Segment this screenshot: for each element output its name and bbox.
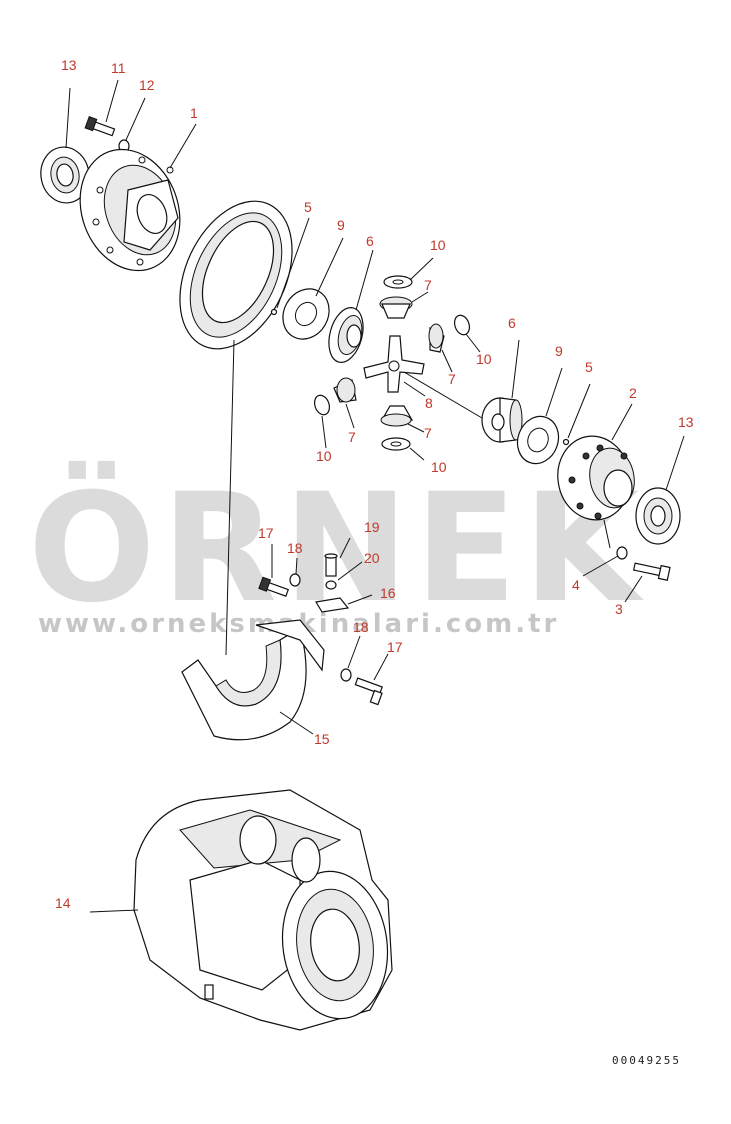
callout-12: 12 xyxy=(139,77,155,93)
part-18-washer-upper xyxy=(289,573,301,587)
leader-spider-to-side-gear xyxy=(403,371,483,419)
callout-10: 10 xyxy=(316,448,332,464)
part-9-thrust-washer-left xyxy=(282,288,330,340)
part-7-pinion-bottom xyxy=(380,405,414,427)
callout-17: 17 xyxy=(387,639,403,655)
leader-carrier-to-bolt xyxy=(603,519,611,549)
callout-7: 7 xyxy=(424,425,432,441)
callout-1: 1 xyxy=(190,105,198,121)
part-6-side-gear-left xyxy=(328,307,364,363)
callout-labels: 13 11 12 1 5 9 6 10 7 10 7 6 9 5 8 7 7 1… xyxy=(55,57,694,911)
part-10-washer-right xyxy=(453,314,471,336)
part-8-spider-cross xyxy=(363,335,425,393)
callout-19: 19 xyxy=(364,519,380,535)
part-4-washer xyxy=(616,546,628,560)
ring-gear xyxy=(179,200,293,350)
callout-9: 9 xyxy=(337,217,345,233)
callout-10: 10 xyxy=(431,459,447,475)
leader-lines xyxy=(65,79,685,913)
document-number: 00049255 xyxy=(612,1054,681,1067)
part-10-washer-left xyxy=(313,394,331,416)
callout-13: 13 xyxy=(61,57,77,73)
part-18-washer-lower xyxy=(340,668,352,682)
callout-13: 13 xyxy=(678,414,694,430)
callout-5: 5 xyxy=(585,359,593,375)
callout-8: 8 xyxy=(425,395,433,411)
callout-14: 14 xyxy=(55,895,71,911)
part-5-pin-left xyxy=(270,308,278,316)
part-16-plate xyxy=(315,597,350,613)
callout-4: 4 xyxy=(572,577,580,593)
callout-7: 7 xyxy=(348,429,356,445)
part-11-bolt xyxy=(84,115,116,137)
callout-10: 10 xyxy=(476,351,492,367)
part-7-pinion-top xyxy=(379,296,413,319)
callout-2: 2 xyxy=(629,385,637,401)
callout-6: 6 xyxy=(508,315,516,331)
part-2-carrier-right xyxy=(557,435,635,521)
callout-6: 6 xyxy=(366,233,374,249)
callout-11: 11 xyxy=(111,60,126,76)
callout-9: 9 xyxy=(555,343,563,359)
part-7-pinion-right xyxy=(428,323,445,353)
part-5-pin-right xyxy=(562,438,570,446)
leader-ring-to-guard xyxy=(225,339,235,656)
callout-7: 7 xyxy=(424,277,432,293)
callout-18: 18 xyxy=(353,619,369,635)
callout-18: 18 xyxy=(287,540,303,556)
part-17-bolt-lower xyxy=(354,677,383,706)
part-20-washer-small xyxy=(325,580,337,590)
callout-15: 15 xyxy=(314,731,330,747)
part-13-bearing-left xyxy=(40,146,90,204)
part-7-pinion-left xyxy=(333,377,357,403)
callout-17: 17 xyxy=(258,525,274,541)
callout-10: 10 xyxy=(430,237,446,253)
part-17-bolt-upper xyxy=(258,576,290,597)
part-10-washer-top xyxy=(383,275,413,289)
part-19-bolt-small xyxy=(324,553,338,577)
part-1-carrier-flange xyxy=(79,148,181,272)
part-15-guard xyxy=(181,619,325,741)
callout-16: 16 xyxy=(380,585,396,601)
part-10-washer-bottom xyxy=(381,437,411,451)
part-6-side-gear-right xyxy=(481,397,523,443)
callout-3: 3 xyxy=(615,601,623,617)
callout-7: 7 xyxy=(448,371,456,387)
part-3-bolt xyxy=(632,562,671,581)
part-14-axle-housing xyxy=(133,789,393,1031)
callout-20: 20 xyxy=(364,550,380,566)
callout-5: 5 xyxy=(304,199,312,215)
part-9-thrust-washer-right xyxy=(516,415,560,465)
part-13-bearing-right xyxy=(635,487,681,545)
